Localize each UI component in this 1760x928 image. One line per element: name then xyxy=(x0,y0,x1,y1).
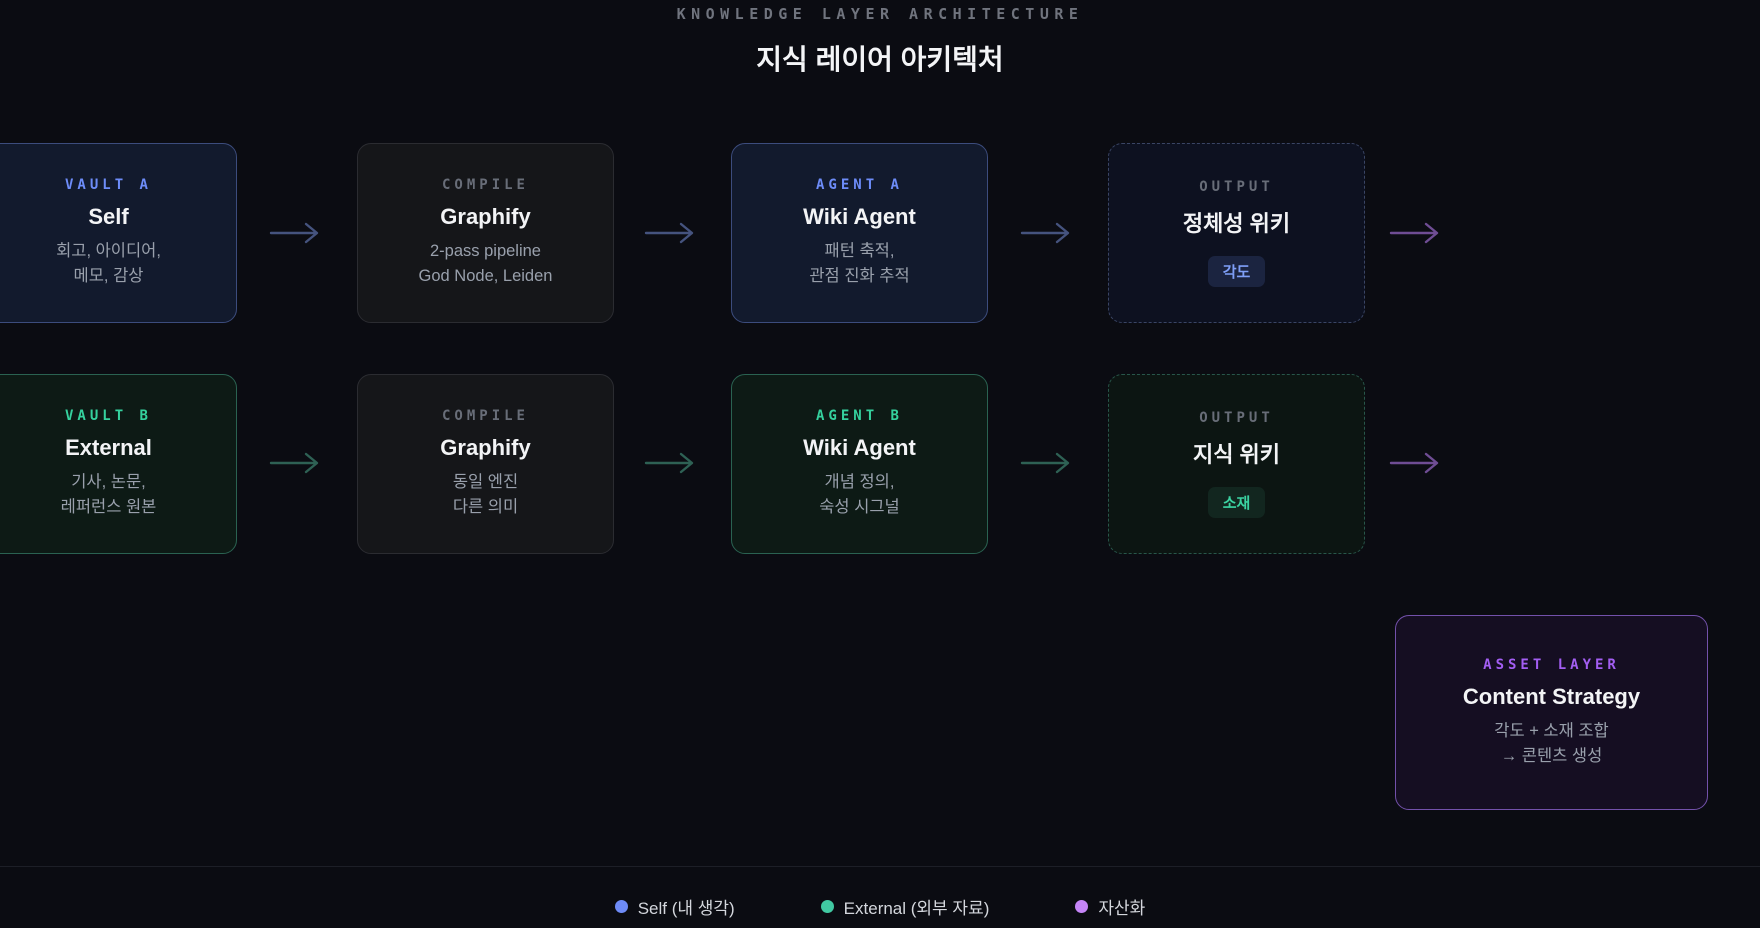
node-title: Graphify xyxy=(440,435,531,461)
node-label: VAULT A xyxy=(64,177,152,194)
node-output-identity-wiki: OUTPUT 정체성 위키 각도 xyxy=(1108,143,1365,323)
node-label: COMPILE xyxy=(441,408,529,425)
node-asset-layer: ASSET LAYER Content Strategy 각도 + 소재 조합 … xyxy=(1395,615,1708,810)
material-badge: 소재 xyxy=(1207,487,1266,518)
node-label: COMPILE xyxy=(441,177,529,194)
node-output-knowledge-wiki: OUTPUT 지식 위키 소재 xyxy=(1108,374,1365,554)
arrow-right-icon xyxy=(1389,452,1439,474)
legend-divider xyxy=(0,866,1760,867)
node-desc: 기사, 논문, 레퍼런스 원본 xyxy=(60,473,157,516)
legend-label: Self (내 생각) xyxy=(637,899,735,918)
node-label: AGENT A xyxy=(815,177,903,194)
node-title: External xyxy=(65,435,152,461)
arrow-right-icon xyxy=(1020,452,1070,474)
arrow-right-icon xyxy=(644,222,694,244)
page-title: 지식 레이어 아키텍처 xyxy=(756,44,1004,75)
node-title: Wiki Agent xyxy=(803,435,916,461)
legend-item-external: External (외부 자료) xyxy=(820,894,990,919)
node-label: OUTPUT xyxy=(1199,179,1274,195)
legend: Self (내 생각) External (외부 자료) 자산화 xyxy=(0,894,1760,919)
node-label: OUTPUT xyxy=(1199,410,1274,426)
node-title: Content Strategy xyxy=(1462,683,1641,709)
node-desc: 개념 정의, 숙성 시그널 xyxy=(819,473,900,516)
node-title: Graphify xyxy=(440,204,531,230)
angle-badge: 각도 xyxy=(1207,256,1266,287)
arrow-right-icon xyxy=(269,452,319,474)
node-label: VAULT B xyxy=(64,408,152,425)
legend-label: External (외부 자료) xyxy=(843,899,990,918)
node-vault-a: VAULT A Self 회고, 아이디어, 메모, 감상 xyxy=(0,143,237,323)
legend-dot-self-icon xyxy=(614,900,628,913)
legend-dot-assetization-icon xyxy=(1075,900,1089,913)
node-title: 지식 위키 xyxy=(1192,442,1281,467)
diagram-eyebrow: KNOWLEDGE LAYER ARCHITECTURE xyxy=(676,5,1084,23)
node-desc: 회고, 아이디어, 메모, 감상 xyxy=(56,242,161,285)
node-vault-b: VAULT B External 기사, 논문, 레퍼런스 원본 xyxy=(0,374,237,554)
node-label: ASSET LAYER xyxy=(1483,656,1620,673)
legend-dot-external-icon xyxy=(820,900,834,913)
arrow-right-icon xyxy=(269,222,319,244)
arrow-right-icon xyxy=(1020,222,1070,244)
node-desc: 각도 + 소재 조합 → 콘텐츠 생성 xyxy=(1494,721,1609,765)
node-desc: 패턴 축적, 관점 진화 추적 xyxy=(809,242,910,285)
arrow-right-icon xyxy=(644,452,694,474)
node-agent-a: AGENT A Wiki Agent 패턴 축적, 관점 진화 추적 xyxy=(731,143,988,323)
node-agent-b: AGENT B Wiki Agent 개념 정의, 숙성 시그널 xyxy=(731,374,988,554)
legend-item-self: Self (내 생각) xyxy=(614,894,735,919)
legend-label: 자산화 xyxy=(1098,899,1146,918)
node-title: 정체성 위키 xyxy=(1182,211,1291,236)
arrow-right-icon xyxy=(1389,222,1439,244)
node-desc: 2-pass pipeline God Node, Leiden xyxy=(418,242,553,285)
node-label: AGENT B xyxy=(815,408,903,425)
legend-item-assetization: 자산화 xyxy=(1075,894,1145,919)
node-title: Self xyxy=(88,204,129,230)
node-title: Wiki Agent xyxy=(803,204,916,230)
node-compile-a: COMPILE Graphify 2-pass pipeline God Nod… xyxy=(357,143,614,323)
node-desc: 동일 엔진 다른 의미 xyxy=(452,473,519,516)
node-compile-b: COMPILE Graphify 동일 엔진 다른 의미 xyxy=(357,374,614,554)
